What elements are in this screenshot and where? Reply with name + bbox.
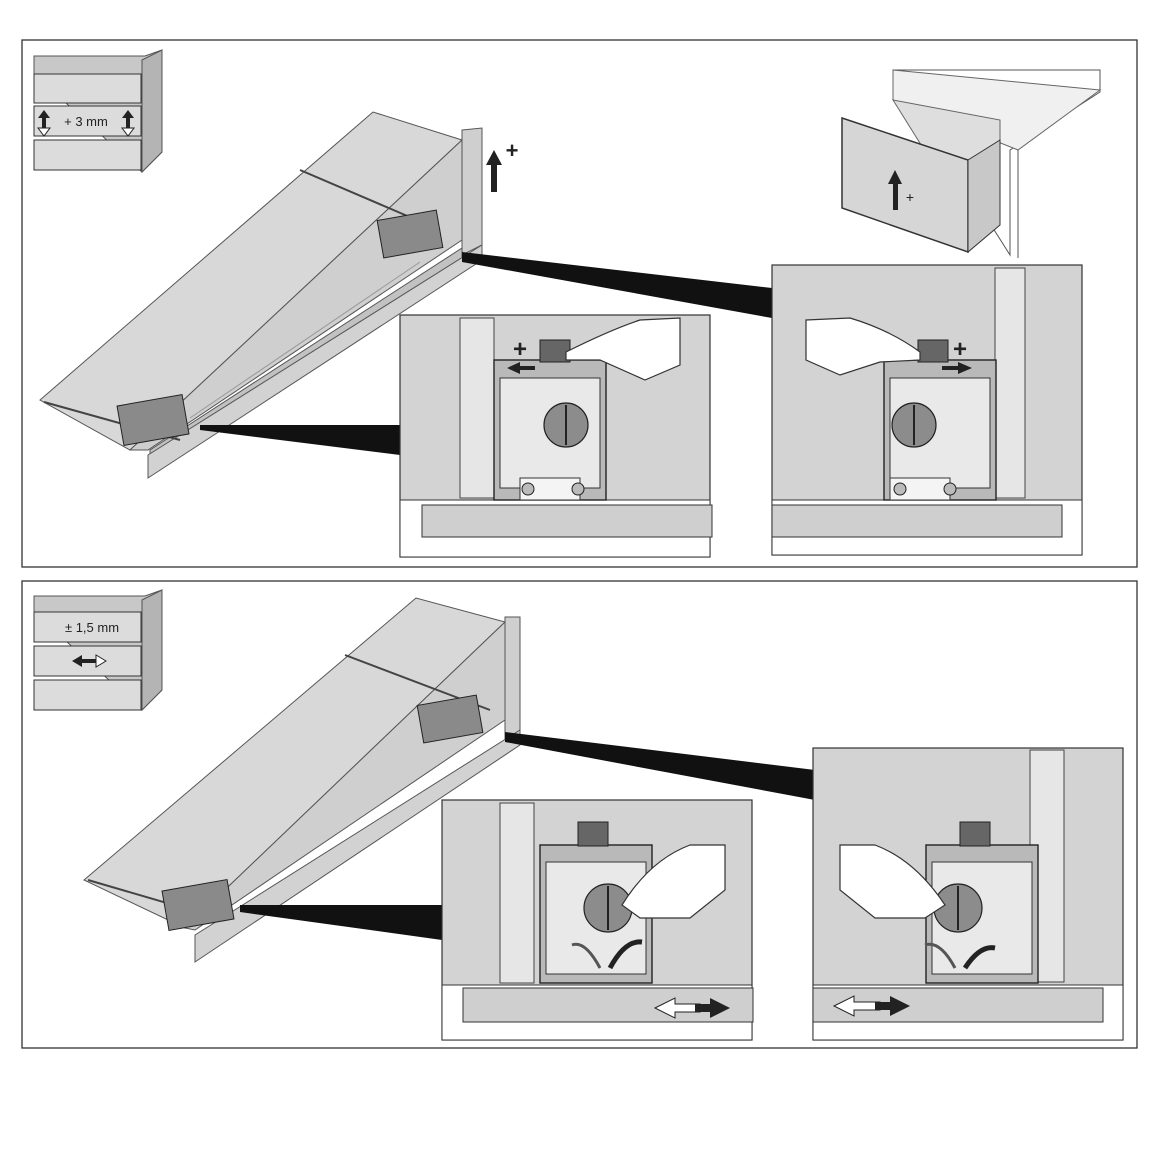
detail-right-lateral bbox=[812, 747, 1124, 1041]
front-clip bbox=[116, 393, 190, 447]
badge-label: + 3 mm bbox=[64, 114, 108, 129]
detail-plus-sign: + bbox=[953, 336, 967, 363]
hand-icon bbox=[565, 317, 681, 381]
up-arrow-icon bbox=[486, 150, 502, 192]
panel-lateral-adjustment: ± 1,5 mm bbox=[21, 580, 1138, 1049]
left-right-arrow-icon bbox=[507, 362, 535, 374]
panel-height-adjustment: + 3 mm + bbox=[21, 39, 1138, 568]
detail-right-adjustment: + bbox=[771, 264, 1083, 556]
cabinet-drawer-view bbox=[841, 69, 1102, 258]
left-right-arrow-icon bbox=[942, 362, 972, 374]
cabinet-height-badge: + 3 mm bbox=[33, 49, 163, 174]
zoom-wedge-rear bbox=[505, 732, 815, 800]
zoom-wedge-front bbox=[200, 425, 400, 455]
drawer-perspective-view bbox=[83, 597, 521, 963]
zoom-wedge-front bbox=[240, 905, 442, 940]
front-clip bbox=[161, 878, 235, 932]
drawer-perspective-view bbox=[39, 111, 483, 479]
hand-icon bbox=[621, 844, 726, 919]
detail-plus-sign: + bbox=[513, 336, 527, 363]
detail-left-adjustment: + bbox=[399, 314, 713, 558]
drawer-plus-sign: + bbox=[906, 189, 914, 205]
left-right-arrow-icon bbox=[653, 997, 730, 1019]
zoom-wedge-rear bbox=[462, 252, 772, 318]
rear-clip bbox=[376, 209, 444, 259]
rotate-arrow-icon bbox=[571, 942, 602, 969]
hand-icon bbox=[805, 317, 921, 376]
left-right-arrow-icon bbox=[72, 654, 107, 668]
rotate-arrow-icon bbox=[924, 942, 957, 969]
rear-clip bbox=[416, 694, 484, 744]
hand-icon bbox=[839, 844, 946, 919]
detail-left-lateral bbox=[441, 799, 754, 1041]
badge-label: ± 1,5 mm bbox=[65, 620, 119, 635]
cabinet-lateral-badge: ± 1,5 mm bbox=[33, 589, 163, 712]
rotate-arrow-icon bbox=[962, 945, 996, 970]
drawer-up-arrow-icon bbox=[888, 170, 902, 210]
rotate-arrow-icon bbox=[607, 939, 643, 970]
plus-sign: + bbox=[506, 138, 519, 163]
left-right-arrow-icon bbox=[832, 995, 910, 1017]
up-down-arrow-icon bbox=[37, 110, 51, 137]
up-down-arrow-icon bbox=[121, 110, 135, 137]
